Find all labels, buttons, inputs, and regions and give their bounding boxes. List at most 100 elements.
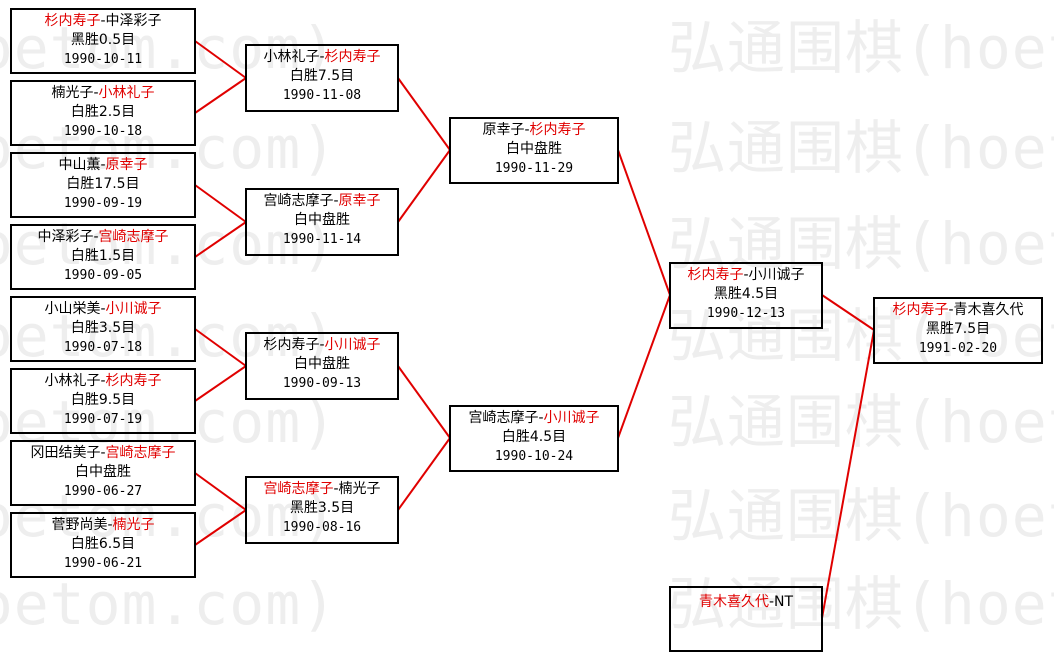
player-loser: NT — [774, 594, 794, 610]
connector-line — [194, 184, 247, 223]
player-winner: 原幸子 — [105, 157, 148, 173]
match-players: 楠光子-小林礼子 — [51, 85, 155, 101]
match-result: 白胜17.5目 — [66, 176, 140, 192]
match-box: 原幸子-杉内寿子 白中盘胜 1990-11-29 — [449, 117, 619, 184]
player-winner: 小林礼子 — [98, 85, 155, 101]
match-date: 1990-08-16 — [282, 520, 362, 535]
match-result: 黑胜4.5目 — [713, 286, 779, 302]
player-winner: 小川诚子 — [324, 337, 381, 353]
match-box: 冈田结美子-宫崎志摩子 白中盘胜 1990-06-27 — [10, 440, 196, 506]
match-result: 白胜7.5目 — [289, 68, 355, 84]
player-loser: 中泽彩子 — [105, 13, 162, 29]
match-date: 1990-12-13 — [706, 306, 786, 321]
match-date: 1990-10-11 — [63, 52, 143, 67]
match-players: 宫崎志摩子-楠光子 — [263, 481, 381, 497]
match-result: 白胜9.5目 — [70, 392, 136, 408]
connector-line — [194, 77, 247, 114]
match-players: 杉内寿子-青木喜久代 — [892, 302, 1024, 318]
player-winner: 小川诚子 — [105, 301, 162, 317]
match-box: 菅野尚美-楠光子 白胜6.5目 1990-06-21 — [10, 512, 196, 578]
connector-line — [617, 149, 671, 296]
connector-line — [617, 294, 671, 439]
player-winner: 杉内寿子 — [324, 49, 381, 65]
player-winner: 原幸子 — [338, 193, 381, 209]
match-players: 冈田结美子-宫崎志摩子 — [30, 445, 176, 461]
match-players: 中泽彩子-宫崎志摩子 — [37, 229, 169, 245]
match-result: 黑胜7.5目 — [925, 321, 991, 337]
match-players: 小林礼子-杉内寿子 — [263, 49, 381, 65]
connector-line — [194, 472, 247, 511]
match-result: 白胜2.5目 — [70, 104, 136, 120]
player-loser: 小林礼子 — [263, 49, 320, 65]
connector-line — [194, 328, 247, 367]
match-box: 小山栄美-小川诚子 白胜3.5目 1990-07-18 — [10, 296, 196, 362]
connector-line — [397, 149, 451, 223]
match-result: 黑胜0.5目 — [70, 32, 136, 48]
match-players: 宫崎志摩子-原幸子 — [263, 193, 381, 209]
final-match-box: 杉内寿子-青木喜久代 黑胜7.5目 1991-02-20 — [873, 297, 1043, 364]
player-loser: 中泽彩子 — [37, 229, 94, 245]
match-date: 1990-07-18 — [63, 340, 143, 355]
match-players: 杉内寿子-中泽彩子 — [44, 13, 162, 29]
player-winner: 杉内寿子 — [529, 122, 586, 138]
match-box: 杉内寿子-小川诚子 白中盘胜 1990-09-13 — [245, 332, 399, 400]
match-date: 1990-10-24 — [494, 449, 574, 464]
match-result: 白中盘胜 — [294, 212, 350, 228]
player-loser: 小川诚子 — [748, 267, 805, 283]
match-result: 白胜4.5目 — [501, 429, 567, 445]
match-date: 1990-07-19 — [63, 412, 143, 427]
match-result: 黑胜3.5目 — [289, 500, 355, 516]
connector-line — [194, 365, 247, 402]
match-box: 小林礼子-杉内寿子 白胜9.5目 1990-07-19 — [10, 368, 196, 434]
match-players: 宫崎志摩子-小川诚子 — [468, 410, 600, 426]
connector-line — [397, 437, 451, 511]
player-winner: 杉内寿子 — [687, 267, 744, 283]
match-box: 小林礼子-杉内寿子 白胜7.5目 1990-11-08 — [245, 44, 399, 112]
player-loser: 小山栄美 — [44, 301, 101, 317]
player-loser: 小林礼子 — [44, 373, 101, 389]
match-result: 白胜3.5目 — [70, 320, 136, 336]
player-loser: 楠光子 — [338, 481, 381, 497]
match-date: 1991-02-20 — [918, 341, 998, 356]
match-players: 杉内寿子-小川诚子 — [263, 337, 381, 353]
connector-line — [821, 294, 875, 331]
player-loser: 菅野尚美 — [51, 517, 108, 533]
player-winner: 宫崎志摩子 — [98, 229, 169, 245]
match-players: 杉内寿子-小川诚子 — [687, 267, 805, 283]
match-date: 1990-09-13 — [282, 376, 362, 391]
match-box: 杉内寿子-中泽彩子 黑胜0.5目 1990-10-11 — [10, 8, 196, 74]
match-players: 原幸子-杉内寿子 — [482, 122, 586, 138]
match-result: 白中盘胜 — [294, 356, 350, 372]
match-players: 中山薫-原幸子 — [58, 157, 148, 173]
player-loser: 楠光子 — [51, 85, 94, 101]
match-box: 楠光子-小林礼子 白胜2.5目 1990-10-18 — [10, 80, 196, 146]
match-box: 宫崎志摩子-小川诚子 白胜4.5目 1990-10-24 — [449, 405, 619, 472]
player-winner: 杉内寿子 — [105, 373, 162, 389]
player-winner: 楠光子 — [112, 517, 155, 533]
match-box: 中山薫-原幸子 白胜17.5目 1990-09-19 — [10, 152, 196, 218]
match-result: 白胜6.5目 — [70, 536, 136, 552]
match-result: 白中盘胜 — [75, 464, 131, 480]
player-winner: 宫崎志摩子 — [105, 445, 176, 461]
connector-line — [194, 221, 247, 258]
player-loser: 冈田结美子 — [30, 445, 101, 461]
match-date: 1990-10-18 — [63, 124, 143, 139]
match-players: 菅野尚美-楠光子 — [51, 517, 155, 533]
player-winner: 杉内寿子 — [892, 302, 949, 318]
player-loser: 宫崎志摩子 — [468, 410, 539, 426]
match-result: 白中盘胜 — [506, 141, 562, 157]
bye-box: 青木喜久代-NT — [669, 586, 823, 652]
match-date: 1990-09-19 — [63, 196, 143, 211]
player-winner: 杉内寿子 — [44, 13, 101, 29]
match-players: 小山栄美-小川诚子 — [44, 301, 162, 317]
match-box: 宫崎志摩子-原幸子 白中盘胜 1990-11-14 — [245, 188, 399, 256]
match-box: 宫崎志摩子-楠光子 黑胜3.5目 1990-08-16 — [245, 476, 399, 544]
player-loser: 青木喜久代 — [953, 302, 1024, 318]
player-loser: 原幸子 — [482, 122, 525, 138]
connector-line — [397, 77, 451, 151]
connector-line — [821, 329, 875, 619]
match-box: 中泽彩子-宫崎志摩子 白胜1.5目 1990-09-05 — [10, 224, 196, 290]
match-date: 1990-11-29 — [494, 161, 574, 176]
connector-line — [194, 40, 247, 79]
player-loser: 中山薫 — [58, 157, 101, 173]
